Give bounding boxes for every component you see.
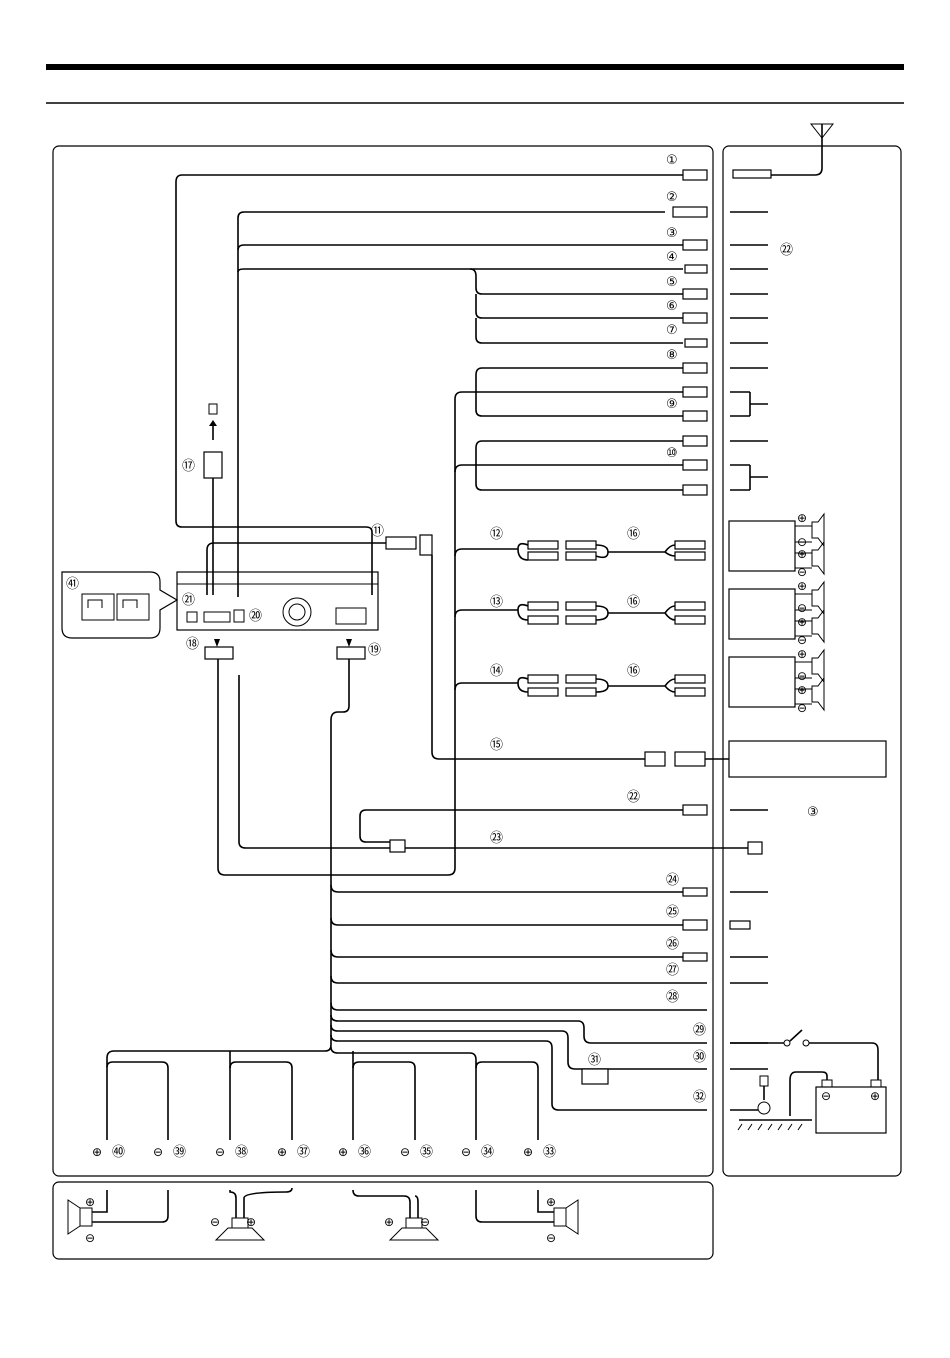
callout-36: ㊱ [358, 1145, 371, 1160]
plus-mark: ⊕ [246, 1215, 256, 1229]
header-bar [46, 64, 904, 70]
callout-5: ⑤ [666, 275, 678, 290]
callout-10: ⑩ [666, 446, 678, 461]
plus-mark: ⊕ [797, 647, 807, 661]
minus-mark: ⊖ [797, 669, 807, 683]
minus-mark: ⊖ [85, 1231, 95, 1245]
callout-16: ⑯ [627, 527, 640, 542]
callout-21: ㉑ [182, 593, 195, 608]
label-box-18 [205, 647, 233, 659]
callout-3: ③ [666, 226, 678, 241]
callout-37: ㊲ [297, 1145, 310, 1160]
callout-28: ㉘ [666, 990, 679, 1005]
plus-mark: ⊕ [546, 1195, 556, 1209]
fuse-31 [582, 1069, 608, 1084]
callout-2: ② [666, 190, 678, 205]
plus-mark: ⊕ [384, 1215, 394, 1229]
plus-mark: ⊕ [523, 1145, 533, 1159]
callout-31: ㉛ [588, 1053, 601, 1068]
plus-mark: ⊕ [797, 579, 807, 593]
callout-6: ⑥ [666, 299, 678, 314]
connector-23 [748, 842, 762, 854]
callout-38: ㊳ [235, 1145, 248, 1160]
callout-35: ㉟ [420, 1145, 433, 1160]
plus-mark: ⊕ [338, 1145, 348, 1159]
battery-plus: ⊕ [870, 1089, 880, 1103]
callout-26: ㉖ [666, 937, 679, 952]
callout-16: ⑯ [627, 664, 640, 679]
callout-33: ㉝ [543, 1145, 556, 1160]
minus-mark: ⊖ [797, 601, 807, 615]
callout-40: ㊵ [112, 1145, 125, 1160]
callout-30: ㉚ [693, 1050, 706, 1065]
plus-mark: ⊕ [85, 1195, 95, 1209]
minus-mark: ⊖ [546, 1231, 556, 1245]
speaker-panel [53, 1182, 713, 1259]
external-device-box [729, 741, 886, 777]
callout-34: ㉞ [481, 1145, 494, 1160]
callout-16: ⑯ [627, 595, 640, 610]
minus-mark: ⊖ [797, 701, 807, 715]
inset-41 [62, 572, 177, 638]
callout-29: ㉙ [693, 1023, 706, 1038]
callout-20: ⑳ [249, 609, 262, 624]
plus-mark: ⊕ [277, 1145, 287, 1159]
callout-27: ㉗ [666, 963, 679, 978]
callout-19: ⑲ [368, 643, 381, 658]
amp-polarity-marks: ⊕ ⊖ ⊕ ⊖ ⊕ ⊖ ⊕ ⊖ ⊕ ⊖ ⊕ ⊖ [797, 511, 807, 715]
minus-mark: ⊖ [210, 1215, 220, 1229]
callout-3: ③ [807, 805, 819, 820]
minus-mark: ⊖ [400, 1145, 410, 1159]
minus-mark: ⊖ [797, 633, 807, 647]
callout-41: ㊶ [66, 577, 79, 592]
label-box-19 [337, 647, 365, 659]
callout-18: ⑱ [186, 637, 199, 652]
plus-mark: ⊕ [797, 511, 807, 525]
callout-7: ⑦ [666, 323, 678, 338]
callout-22: ㉒ [627, 790, 640, 805]
callout-17: ⑰ [182, 459, 195, 474]
plus-mark: ⊕ [92, 1145, 102, 1159]
battery-minus: ⊖ [821, 1089, 831, 1103]
callout-1: ① [666, 153, 678, 168]
callout-22: ㉒ [780, 243, 793, 258]
plus-mark: ⊕ [797, 683, 807, 697]
plus-mark: ⊕ [797, 615, 807, 629]
callout-11: ⑪ [371, 524, 384, 539]
callout-4: ④ [666, 250, 678, 265]
plus-mark: ⊕ [797, 547, 807, 561]
minus-mark: ⊖ [420, 1215, 430, 1229]
callout-24: ㉔ [666, 873, 679, 888]
minus-mark: ⊖ [461, 1145, 471, 1159]
connector-stub [730, 921, 750, 929]
callout-23: ㉓ [490, 831, 503, 846]
callout-12: ⑫ [490, 527, 503, 542]
callout-25: ㉕ [666, 905, 679, 920]
minus-mark: ⊖ [797, 565, 807, 579]
minus-mark: ⊖ [153, 1145, 163, 1159]
callout-32: ㉜ [693, 1090, 706, 1105]
callout-15: ⑮ [490, 738, 503, 753]
minus-mark: ⊖ [215, 1145, 225, 1159]
callout-14: ⑭ [490, 664, 503, 679]
rca-junction [390, 840, 405, 852]
callout-9: ⑨ [666, 397, 678, 412]
callout-39: ㊴ [173, 1145, 186, 1160]
callout-8: ⑧ [666, 348, 678, 363]
callout-13: ⑬ [490, 595, 503, 610]
